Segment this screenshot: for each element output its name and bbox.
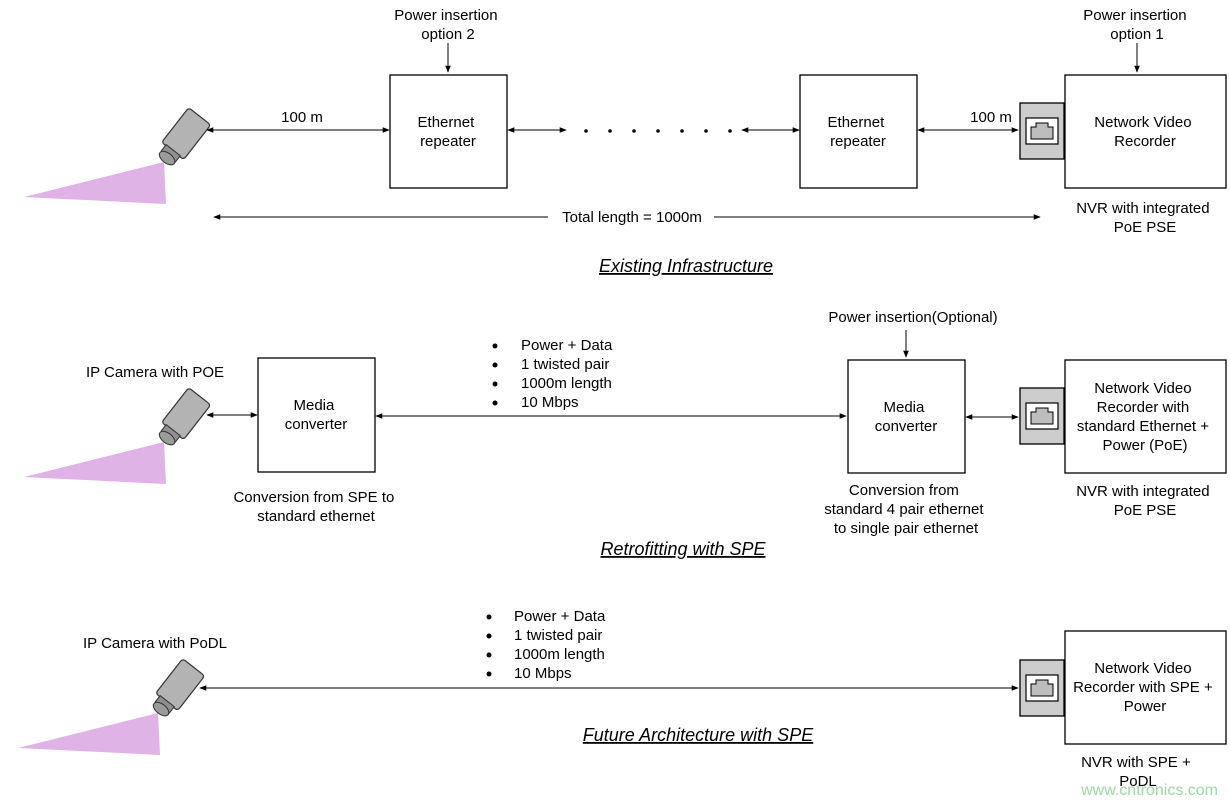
ethernet-repeater-label-1: Ethernet repeater [418, 114, 479, 150]
nvr-box [1064, 630, 1227, 745]
camera-label: IP Camera with PoDL [83, 635, 227, 652]
section-title: Future Architecture with SPE [583, 725, 814, 745]
bullet-item: 1 twisted pair [514, 627, 602, 644]
bullet-item: Power + Data [514, 608, 606, 625]
distance-label-right: 100 m [970, 109, 1012, 126]
camera-icon [17, 658, 206, 756]
media-converter-box-right [847, 359, 966, 474]
total-length-label: Total length = 1000m [562, 209, 702, 226]
section-existing-infrastructure: Power insertion option 2 Power insertion… [23, 7, 1227, 276]
section-title: Retrofitting with SPE [600, 539, 766, 559]
spe-bullet-list: Power + Data 1 twisted pair 1000m length… [492, 337, 613, 411]
nvr-caption: NVR with integrated PoE PSE [1076, 483, 1214, 519]
nvr-caption: NVR with integrated PoE PSE [1076, 200, 1214, 236]
camera-icon [23, 107, 212, 205]
nvr-box [1064, 359, 1227, 474]
ethernet-port-icon [1019, 387, 1065, 445]
media-converter-label-left: Media converter [285, 397, 348, 433]
ethernet-port-icon [1019, 102, 1065, 160]
media-converter-box-left [257, 357, 376, 473]
ethernet-repeater-box-2 [799, 74, 918, 189]
ethernet-repeater-label-2: Ethernet repeater [828, 114, 889, 150]
watermark: www.cntronics.com [1080, 782, 1218, 799]
spe-bullet-list: Power + Data 1 twisted pair 1000m length… [486, 608, 606, 682]
nvr-label: Network Video Recorder with standard Eth… [1077, 380, 1213, 454]
section-title: Existing Infrastructure [599, 256, 773, 276]
power-insertion-optional-label: Power insertion(Optional) [828, 309, 997, 326]
bullet-item: 10 Mbps [514, 665, 572, 682]
power-insertion-option-2-label: Power insertion option 2 [394, 7, 502, 43]
camera-label: IP Camera with POE [86, 364, 224, 381]
ellipsis-dots [584, 129, 732, 133]
conversion-caption-left: Conversion from SPE to standard ethernet [233, 489, 398, 525]
bullet-item: 1000m length [521, 375, 612, 392]
section-retrofitting-with-spe: IP Camera with POE Media converter Power… [23, 309, 1227, 559]
ethernet-repeater-box-1 [389, 74, 508, 189]
bullet-item: Power + Data [521, 337, 613, 354]
bullet-item: 10 Mbps [521, 394, 579, 411]
section-future-architecture-with-spe: IP Camera with PoDL Power + Data 1 twist… [17, 608, 1227, 790]
nvr-box [1064, 74, 1227, 189]
conversion-caption-right: Conversion from standard 4 pair ethernet… [824, 482, 987, 537]
nvr-caption: NVR with SPE + PoDL [1081, 754, 1195, 790]
nvr-label: Network Video Recorder with SPE + Power [1073, 660, 1217, 715]
bullet-item: 1000m length [514, 646, 605, 663]
distance-label-left: 100 m [281, 109, 323, 126]
camera-icon [23, 387, 212, 485]
nvr-label: Network Video Recorder [1094, 114, 1195, 150]
ethernet-port-icon [1019, 659, 1065, 717]
power-insertion-option-1-label: Power insertion option 1 [1083, 7, 1191, 43]
bullet-item: 1 twisted pair [521, 356, 609, 373]
media-converter-label-right: Media converter [875, 399, 938, 435]
